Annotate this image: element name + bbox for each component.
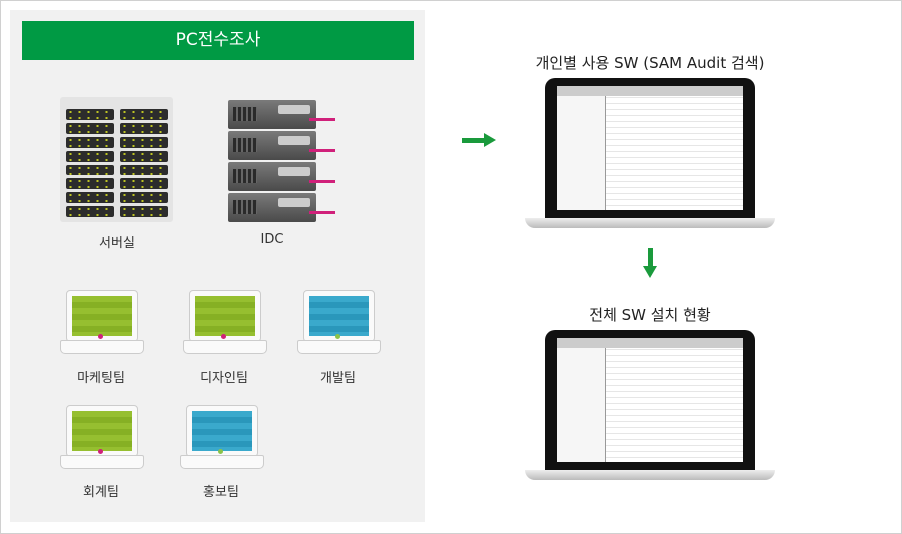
step2-title: 전체 SW 설치 현황 <box>589 306 711 324</box>
server-room-icon <box>60 97 173 222</box>
laptop-icon <box>180 405 264 470</box>
laptop-icon <box>297 290 381 355</box>
laptop-icon <box>183 290 267 355</box>
team-label: 회계팀 <box>83 485 119 500</box>
panel-title: PC전수조사 <box>22 21 414 60</box>
team-label: 마케팅팀 <box>77 371 125 386</box>
laptop-icon <box>60 290 144 355</box>
team-label: 개발팀 <box>320 371 356 386</box>
team-label: 홍보팀 <box>203 485 239 500</box>
idc-server-icon <box>228 100 316 222</box>
step1-title: 개인별 사용 SW (SAM Audit 검색) <box>535 54 765 72</box>
team-label: 디자인팀 <box>200 371 248 386</box>
server-room-label: 서버실 <box>99 236 135 251</box>
idc-label: IDC <box>260 232 284 247</box>
laptop-icon <box>60 405 144 470</box>
